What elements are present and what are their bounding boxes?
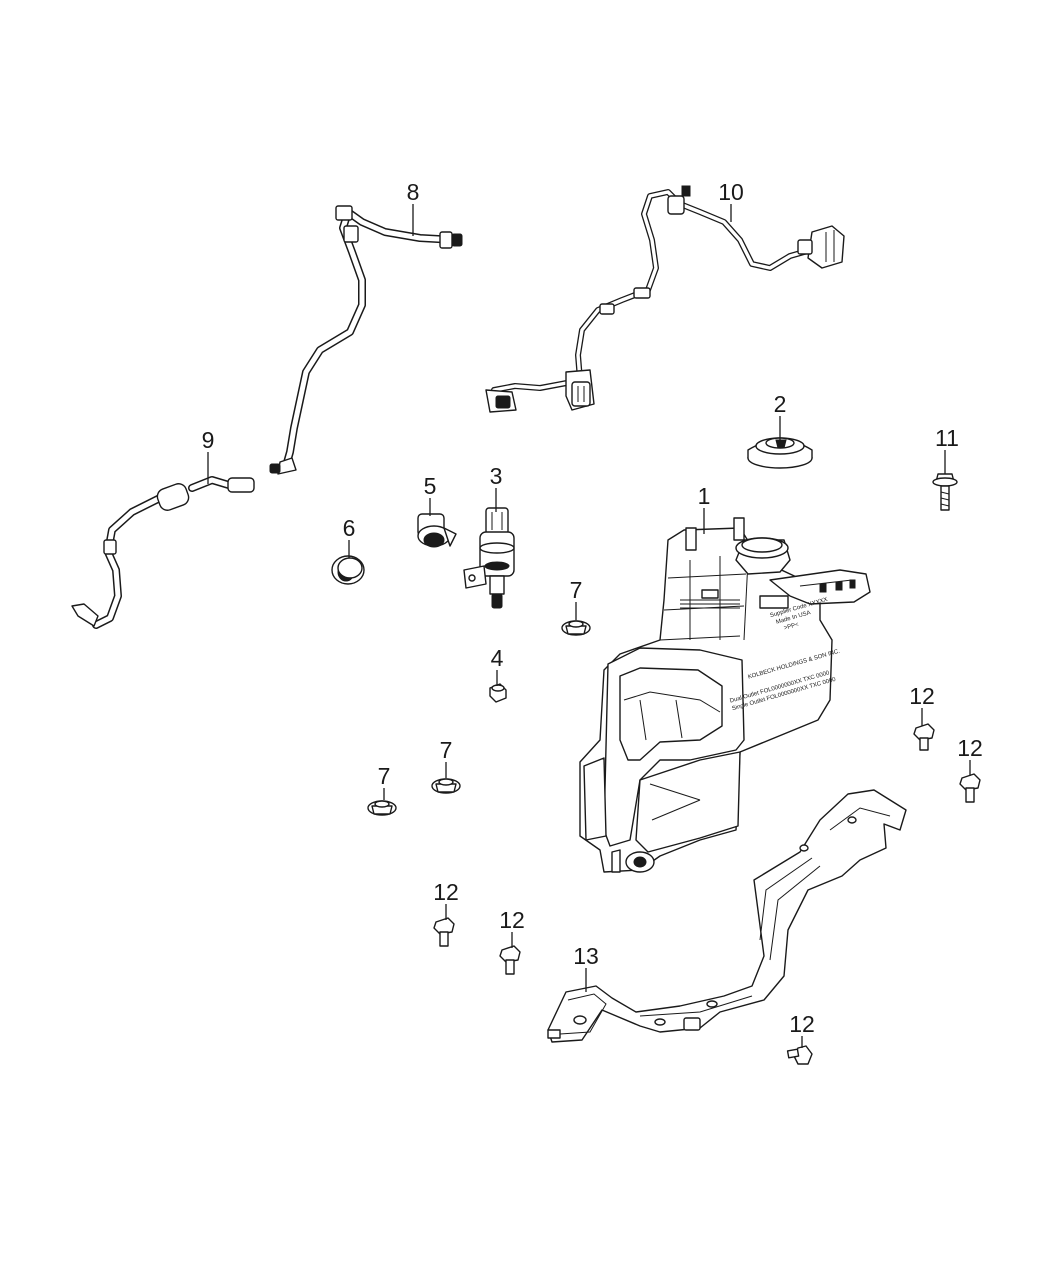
part-3-washer-pump xyxy=(463,507,515,609)
part-7-push-nut-b xyxy=(431,778,461,794)
callout-2: 2 xyxy=(774,391,787,417)
reservoir-marking-material: >PP< xyxy=(783,622,800,632)
part-12-bolt-d xyxy=(499,945,521,975)
callout-9: 9 xyxy=(202,427,215,453)
leader-lines xyxy=(207,204,971,1048)
callout-7-c: 7 xyxy=(378,763,391,789)
callout-12-e: 12 xyxy=(789,1011,815,1037)
callout-11: 11 xyxy=(935,425,959,451)
callout-3: 3 xyxy=(490,463,503,489)
part-7-push-nut-a xyxy=(561,620,591,636)
part-4-nut xyxy=(489,683,507,703)
part-12-bolt-e xyxy=(786,1045,813,1065)
part-10-wiring-harness xyxy=(485,185,845,413)
callout-1: 1 xyxy=(698,483,711,509)
part-2-cap-seal xyxy=(747,437,813,469)
callout-12-a: 12 xyxy=(909,683,935,709)
part-5-level-sensor xyxy=(417,513,457,548)
callout-5: 5 xyxy=(424,473,437,499)
callout-13: 13 xyxy=(573,943,599,969)
callout-8: 8 xyxy=(407,179,420,205)
callout-labels: 1 2 3 4 5 6 7 7 7 8 9 10 11 12 12 12 12 … xyxy=(202,179,983,1037)
callout-7-a: 7 xyxy=(570,577,583,603)
callout-4: 4 xyxy=(491,645,504,671)
callout-12-d: 12 xyxy=(499,907,525,933)
part-12-bolt-a xyxy=(913,723,935,751)
callout-10: 10 xyxy=(718,179,744,205)
callout-12-b: 12 xyxy=(957,735,983,761)
part-11-bolt xyxy=(932,473,958,511)
part-1-washer-reservoir: Supplier Code XXXXX Made In USA >PP< KOL… xyxy=(579,517,871,873)
callout-12-c: 12 xyxy=(433,879,459,905)
part-7-push-nut-c xyxy=(367,800,397,816)
part-6-grommet xyxy=(331,555,365,585)
part-13-reservoir-bracket xyxy=(547,789,907,1043)
part-8-washer-hose xyxy=(269,205,463,475)
callout-6: 6 xyxy=(343,515,356,541)
callout-7-b: 7 xyxy=(440,737,453,763)
part-12-bolt-b xyxy=(959,773,981,803)
part-9-rear-washer-hose xyxy=(71,476,255,629)
part-12-bolt-c xyxy=(433,917,455,947)
